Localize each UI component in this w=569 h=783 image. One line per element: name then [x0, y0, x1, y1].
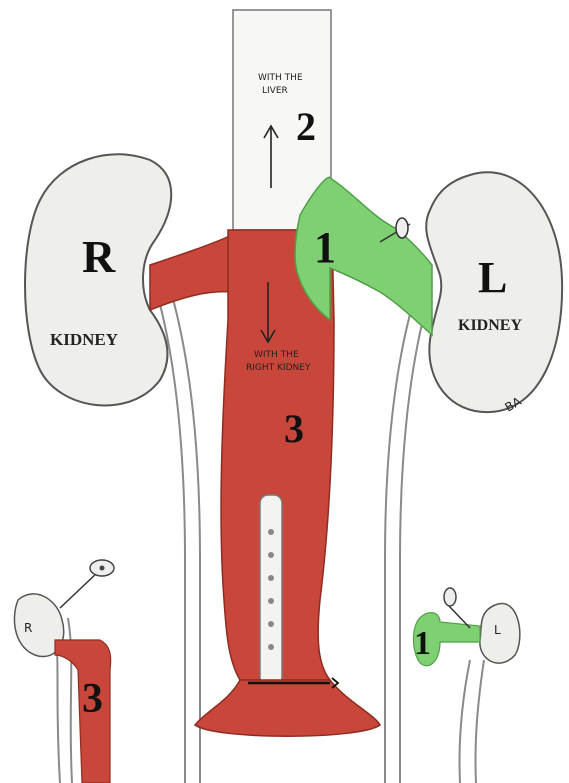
right-kidney-letter: R [82, 231, 116, 282]
inset-left [414, 588, 520, 783]
right-kidney-word: KIDNEY [50, 330, 118, 349]
label-2-main: 2 [296, 104, 316, 149]
drain-tube [260, 495, 282, 685]
label-3-main: 3 [284, 406, 304, 451]
kidney-note-line1: WITH THE [254, 350, 299, 360]
inset-right [14, 560, 114, 783]
inset-right-letter: R [24, 621, 32, 635]
label-1-main: 1 [314, 223, 336, 272]
tube-flared-end [195, 678, 380, 736]
liver-note-line2: LIVER [262, 86, 288, 96]
inset-label-1: 1 [414, 625, 431, 662]
left-kidney-word: KIDNEY [458, 317, 522, 334]
inset-left-letter: L [494, 623, 501, 637]
inset-label-3: 3 [82, 676, 103, 722]
kidney-note-line2: RIGHT KIDNEY [246, 363, 311, 373]
left-ureter [385, 280, 432, 783]
left-kidney-letter: L [478, 253, 507, 302]
liver-note-line1: WITH THE [258, 73, 303, 83]
right-renal-vein [150, 235, 232, 310]
